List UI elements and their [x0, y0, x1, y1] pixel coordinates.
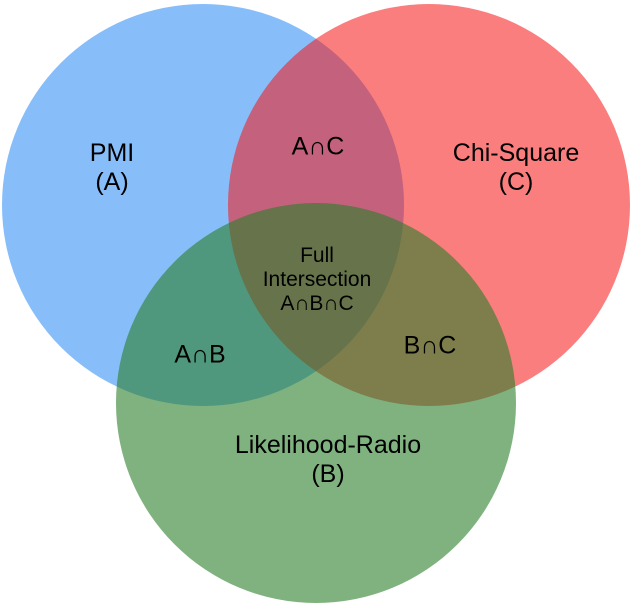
set-a-label: PMI (A) [90, 139, 134, 197]
set-c-name: Chi-Square [452, 139, 580, 167]
intersection-abc-label: Full Intersection A∩B∩C [263, 244, 372, 316]
set-b-code: (B) [311, 460, 345, 488]
intersection-ab-label: A∩B [174, 340, 226, 369]
intersection-abc-line-3: A∩B∩C [280, 292, 354, 315]
intersection-abc-line-1: Full [300, 244, 334, 267]
set-a-code: (A) [95, 168, 129, 196]
set-b-name: Likelihood-Radio [234, 431, 422, 459]
set-c-code: (C) [498, 168, 534, 196]
intersection-bc-label: B∩C [403, 331, 457, 360]
intersection-abc-line-2: Intersection [262, 268, 372, 291]
set-b-label: Likelihood-Radio (B) [235, 431, 421, 489]
set-c-label: Chi-Square (C) [453, 139, 579, 197]
circle-set-b-likelihood-radio [116, 203, 516, 603]
intersection-ac-label: A∩C [291, 132, 345, 161]
set-a-name: PMI [89, 139, 135, 167]
